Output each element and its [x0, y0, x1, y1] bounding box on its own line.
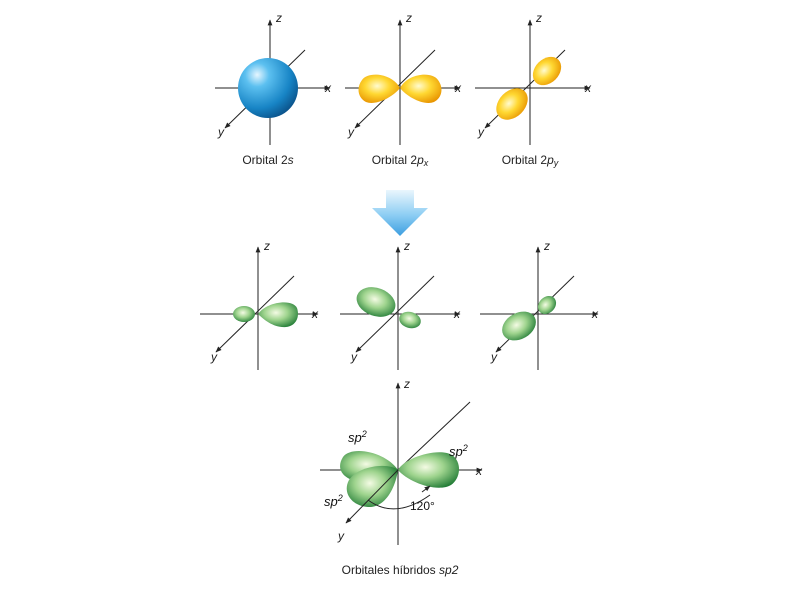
angle-label: 120° — [410, 499, 435, 513]
hybrid-lobe-small — [233, 306, 255, 322]
hybrid-orbital-3-diagram: z x y — [480, 239, 599, 370]
orbital-2px-diagram: z x y Orbital 2px — [345, 11, 462, 168]
caption-orbital-2py: Orbital 2py — [502, 153, 559, 168]
sp2-label-right: sp2 — [449, 443, 468, 459]
hybrid-orbital-2-diagram: z x y — [340, 239, 461, 370]
z-axis-label: z — [405, 11, 412, 25]
hybrid-orbital-1-diagram: z x y — [200, 239, 319, 370]
angle-arc-arrow — [421, 485, 431, 493]
hybrid-lobe-large — [258, 302, 298, 328]
caption-orbital-2px: Orbital 2px — [372, 153, 429, 168]
hybrid-lobe-large — [502, 311, 536, 341]
x-axis-label: x — [584, 81, 592, 95]
arrow-down-icon — [372, 190, 428, 236]
hybrid-lobe-small — [537, 295, 557, 315]
x-axis-label: x — [591, 307, 599, 321]
p-orbital-lobe-right — [400, 74, 442, 103]
sp2-lobe-right — [398, 452, 460, 488]
x-axis-label: x — [311, 307, 319, 321]
s-orbital-sphere — [238, 58, 298, 118]
hybrid-lobe-small — [399, 311, 421, 329]
p-orbital-lobe-back — [532, 56, 562, 86]
x-axis-label: x — [454, 81, 462, 95]
z-axis-label: z — [543, 239, 550, 253]
p-orbital-lobe-left — [358, 74, 400, 103]
z-axis-label: z — [263, 239, 270, 253]
sp2-label-back: sp2 — [348, 429, 367, 445]
y-axis — [355, 275, 435, 353]
y-axis-label: y — [217, 125, 225, 139]
hybrid-lobe-large — [356, 287, 396, 317]
caption-orbital-2s: Orbital 2s — [242, 153, 293, 167]
z-axis-label: z — [275, 11, 282, 25]
y-axis-label: y — [350, 350, 358, 364]
sp2-label-front: sp2 — [324, 493, 343, 509]
x-axis-label: x — [324, 81, 332, 95]
caption-hybrid-sp2: Orbitales híbridos sp2 — [342, 563, 459, 577]
orbital-2py-diagram: z x y Orbital 2py — [475, 11, 592, 168]
y-axis-back — [397, 401, 471, 471]
sp2-hybrid-orbitals-diagram: z x y sp2 sp2 sp2 120° Orbitales híbrido… — [320, 377, 483, 577]
y-axis-label: y — [347, 125, 355, 139]
angle-arc — [367, 494, 431, 510]
z-axis-label: z — [403, 377, 410, 391]
sp2-lobe-front — [346, 465, 398, 508]
z-axis-label: z — [535, 11, 542, 25]
z-axis-label: z — [403, 239, 410, 253]
y-axis-label: y — [490, 350, 498, 364]
y-axis-label: y — [210, 350, 218, 364]
y-axis-front — [345, 469, 399, 524]
orbital-2s-diagram: z x y Orbital 2s — [215, 11, 332, 167]
x-axis-label: x — [453, 307, 461, 321]
y-axis-label: y — [477, 125, 485, 139]
x-axis-label: x — [475, 464, 483, 478]
p-orbital-lobe-front — [496, 88, 528, 120]
y-axis-label: y — [337, 529, 345, 543]
